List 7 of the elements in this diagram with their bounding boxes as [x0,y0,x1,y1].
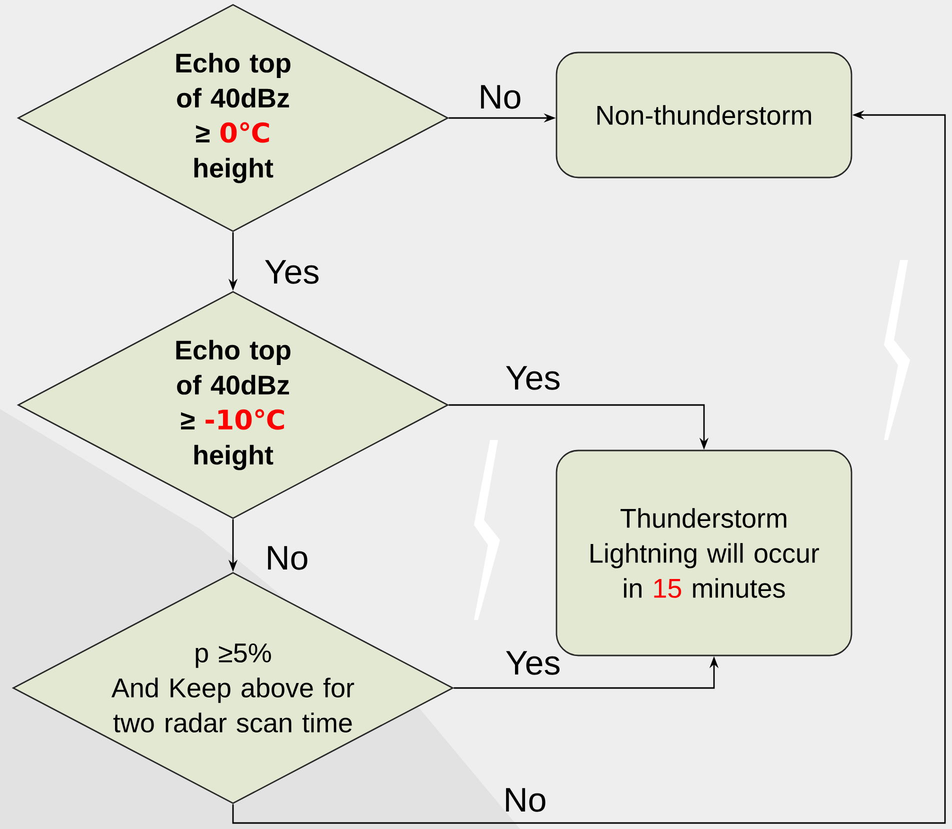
process-box: Non-thunderstorm [556,52,852,178]
edge-label: No [506,788,546,812]
process-box: Thunderstorm Lightning will occur in 15 minutes [556,450,852,656]
edge-label: No [268,546,308,570]
edge-label: No [481,85,520,109]
edge-label: Yes [506,366,560,390]
edge-label: Yes [265,260,319,284]
